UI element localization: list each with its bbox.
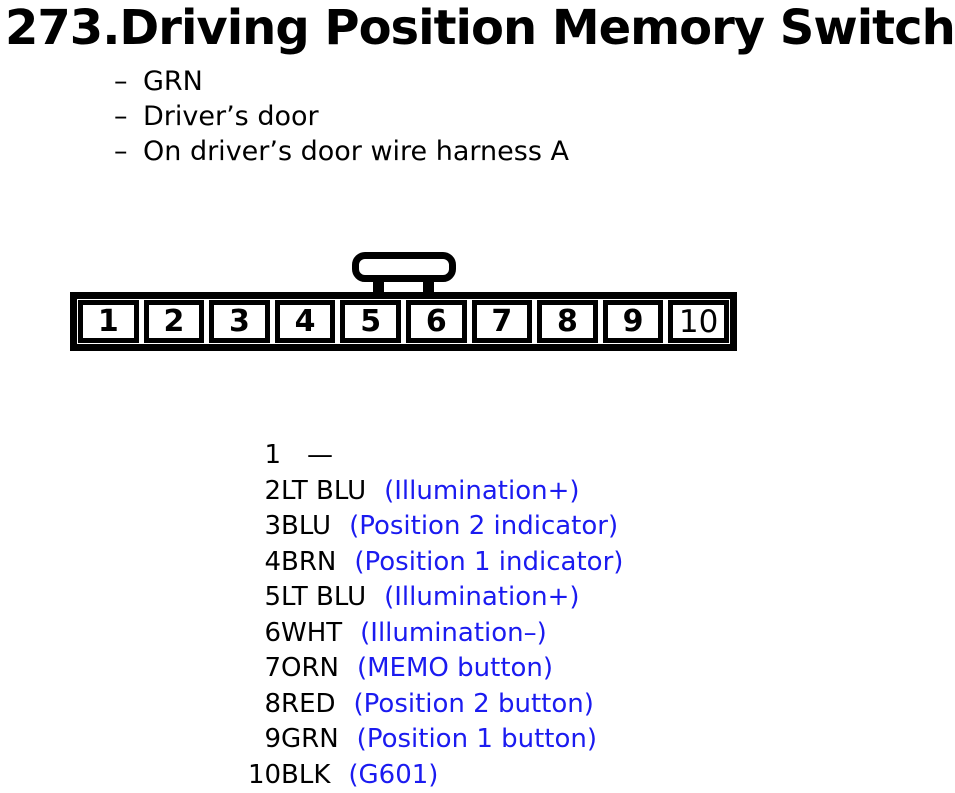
latch-stem-left bbox=[373, 277, 384, 293]
pin-number: 3 bbox=[248, 509, 281, 545]
connector-pin-2: 2 bbox=[144, 300, 205, 343]
pin-number: 8 bbox=[248, 687, 281, 723]
pin-function: (Illumination+) bbox=[384, 580, 579, 616]
pin-function: (Illumination–) bbox=[360, 616, 547, 652]
pin-wire-color: WHT bbox=[281, 616, 342, 652]
pin-function: (Position 2 indicator) bbox=[349, 509, 618, 545]
connector-pin-10: 10 bbox=[668, 300, 729, 343]
connector-pin-7: 7 bbox=[472, 300, 533, 343]
connector-pin-5: 5 bbox=[340, 300, 401, 343]
pin-function: (MEMO button) bbox=[357, 651, 553, 687]
pin-wire-color: ORN bbox=[281, 651, 339, 687]
page-title: 273.Driving Position Memory Switch bbox=[5, 0, 955, 56]
pin-number: 9 bbox=[248, 722, 281, 758]
connector-diagram: 1 2 3 4 5 6 7 8 9 10 bbox=[70, 292, 737, 351]
connector-pin-4: 4 bbox=[275, 300, 336, 343]
pin-number: 2 bbox=[248, 474, 281, 510]
dash-bullet: – bbox=[114, 99, 143, 134]
note-text: GRN bbox=[143, 66, 203, 97]
latch-stem-right bbox=[423, 277, 434, 293]
connector-pin-1: 1 bbox=[78, 300, 139, 343]
notes-list: –GRN –Driver’s door –On driver’s door wi… bbox=[114, 64, 569, 169]
pin-function: (Position 2 button) bbox=[354, 687, 594, 723]
connector-pin-9: 9 bbox=[603, 300, 664, 343]
note-item: –Driver’s door bbox=[114, 99, 569, 134]
pin-number: 5 bbox=[248, 580, 281, 616]
note-item: –On driver’s door wire harness A bbox=[114, 134, 569, 169]
pin-wire-color: LT BLU bbox=[281, 474, 366, 510]
pin-wire-color: BLK bbox=[281, 758, 330, 793]
connector-latch bbox=[352, 252, 456, 282]
connector-pin-6: 6 bbox=[406, 300, 467, 343]
note-item: –GRN bbox=[114, 64, 569, 99]
pin-function: (G601) bbox=[348, 758, 438, 793]
pin-wire-color: LT BLU bbox=[281, 580, 366, 616]
pin-wire-color: GRN bbox=[281, 722, 339, 758]
dash-bullet: – bbox=[114, 134, 143, 169]
pin-number: 7 bbox=[248, 651, 281, 687]
pin-number: 6 bbox=[248, 616, 281, 652]
connector-pin-3: 3 bbox=[209, 300, 270, 343]
pin-row: 1— bbox=[248, 438, 623, 474]
pin-wire-color: BLU bbox=[281, 509, 331, 545]
pin-number: 1 bbox=[248, 438, 281, 474]
pin-wire-color: BRN bbox=[281, 545, 336, 581]
pin-function: (Illumination+) bbox=[384, 474, 579, 510]
pin-function: — bbox=[307, 438, 333, 474]
connector-pin-8: 8 bbox=[537, 300, 598, 343]
pin-function: (Position 1 button) bbox=[357, 722, 597, 758]
note-text: On driver’s door wire harness A bbox=[143, 136, 569, 167]
pin-function: (Position 1 indicator) bbox=[354, 545, 623, 581]
pin-wire-color: RED bbox=[281, 687, 336, 723]
pin-number: 10 bbox=[248, 758, 281, 793]
dash-bullet: – bbox=[114, 64, 143, 99]
note-text: Driver’s door bbox=[143, 101, 319, 132]
pin-number: 4 bbox=[248, 545, 281, 581]
